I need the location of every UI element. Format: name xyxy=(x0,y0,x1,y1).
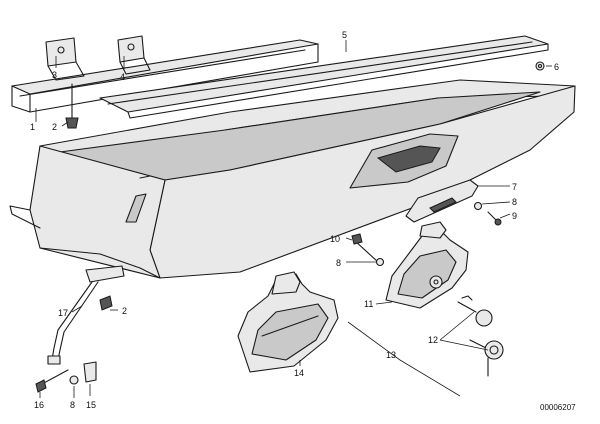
nut-right xyxy=(535,61,545,71)
bracket-left xyxy=(45,37,85,81)
leader-lines xyxy=(35,40,552,398)
callout-14: 14 xyxy=(294,368,304,378)
lock-housing xyxy=(351,221,469,309)
callout-8-right: 8 xyxy=(512,197,517,207)
callout-2-bottom: 2 xyxy=(122,306,127,316)
callout-11: 11 xyxy=(364,299,373,309)
callout-10: 10 xyxy=(330,234,340,244)
callout-13: 13 xyxy=(386,350,396,360)
callout-16: 16 xyxy=(34,400,44,410)
callout-4: 4 xyxy=(120,72,125,82)
glovebox-lid xyxy=(99,35,549,119)
callout-7: 7 xyxy=(512,182,517,192)
bracket-right xyxy=(117,35,151,75)
callout-6: 6 xyxy=(554,62,559,72)
callout-labels: 1 2 3 4 5 6 7 8 9 10 8 11 12 13 14 17 2 … xyxy=(30,30,559,410)
callout-8-bottom: 8 xyxy=(70,400,75,410)
callout-1: 1 xyxy=(30,122,35,132)
handle-housing xyxy=(237,271,339,373)
callout-12: 12 xyxy=(428,335,438,345)
callout-8-left: 8 xyxy=(336,258,341,268)
glovebox-tray xyxy=(9,79,576,279)
callout-5: 5 xyxy=(342,30,347,40)
reference-number: 00006207 xyxy=(540,403,576,412)
support-strut xyxy=(35,265,125,393)
callout-15: 15 xyxy=(86,400,96,410)
callout-2-top: 2 xyxy=(52,122,57,132)
callout-9: 9 xyxy=(512,211,517,221)
keys xyxy=(457,295,504,377)
callout-3: 3 xyxy=(52,70,57,80)
screw-top xyxy=(65,83,79,129)
callout-17: 17 xyxy=(58,308,68,318)
